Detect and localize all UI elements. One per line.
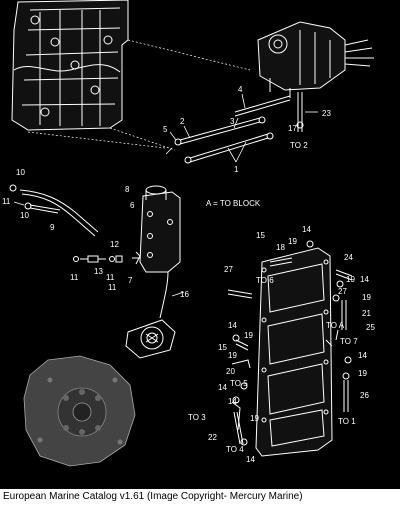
callout-18: 18 [276,243,285,252]
callout-11c: 11 [106,273,115,282]
callout-14a: 14 [302,225,311,234]
callout-24: 24 [344,253,353,262]
leader-5 [169,131,177,141]
image-caption: European Marine Catalog v1.61 (Image Cop… [0,489,400,505]
note-to-4: TO 4 [226,445,244,454]
callout-13: 13 [94,267,103,276]
note-to-7: TO 7 [340,337,358,346]
callout-19f: 19 [358,369,367,378]
manifold-cover [255,247,333,457]
note-to-1: TO 1 [338,417,356,426]
callout-14b: 14 [360,275,369,284]
callout-6: 6 [130,201,135,210]
callout-14g: 14 [246,455,255,464]
callout-20: 20 [226,367,235,376]
callout-7: 7 [128,276,133,285]
hose-set [165,95,291,164]
note-to-3: TO 3 [188,413,206,422]
callout-14f: 14 [228,397,237,406]
leader-4 [241,93,246,109]
callout-8: 8 [125,185,130,194]
note-a-to-block: A = TO BLOCK [206,199,261,208]
callout-19g: 19 [250,414,259,423]
sensor-16 [125,291,185,359]
note-to-2: TO 2 [290,141,308,150]
callout-17: 17 [288,124,297,133]
callout-12: 12 [110,240,119,249]
callout-9: 9 [50,223,55,232]
fitting-23 [296,92,318,132]
callout-27b: 27 [338,287,347,296]
fuel-pump-assembly [257,21,374,98]
callout-3: 3 [230,117,235,126]
cover-casting [23,355,136,467]
leader-block-b [109,127,176,151]
callout-5: 5 [163,125,168,134]
callout-19c: 19 [362,293,371,302]
callout-15a: 15 [256,231,265,240]
callout-27a: 27 [224,265,233,274]
note-to-6: TO 6 [256,276,274,285]
callout-14c: 14 [228,321,237,330]
manifold-fittings [227,240,353,446]
callout-15b: 15 [218,343,227,352]
hose-assembly-9 [9,184,99,237]
callout-19a: 19 [288,237,297,246]
callout-14e: 14 [218,383,227,392]
callout-1: 1 [234,165,239,174]
callout-25: 25 [366,323,375,332]
leader-block-c [127,39,251,71]
callout-22: 22 [208,433,217,442]
note-to-5: TO 5 [230,379,248,388]
pump-assembly-8 [132,185,181,319]
callout-26: 26 [360,391,369,400]
fittings-11-12-13 [73,255,123,263]
callout-14d: 14 [358,351,367,360]
callout-21: 21 [362,309,371,318]
callout-10a: 10 [16,168,25,177]
leader-3 [233,117,239,129]
note-to-a: TO A [326,321,345,330]
callout-11b: 11 [70,273,79,282]
callout-2: 2 [180,117,185,126]
engine-block [11,0,129,131]
callout-19b: 19 [346,275,355,284]
callout-10b: 10 [20,211,29,220]
parts-diagram: 1 2 3 4 5 6 7 8 9 10 11 11 11 10 12 13 1… [2,0,375,467]
callout-4: 4 [238,85,243,94]
callout-19e: 19 [228,351,237,360]
callout-16: 16 [180,290,189,299]
callout-11d: 11 [108,283,117,292]
callout-23: 23 [322,109,331,118]
leader-2 [183,125,191,139]
leader-block-a [27,131,166,149]
callout-11a: 11 [2,197,11,206]
callout-19d: 19 [244,331,253,340]
leader-1 [227,141,247,163]
